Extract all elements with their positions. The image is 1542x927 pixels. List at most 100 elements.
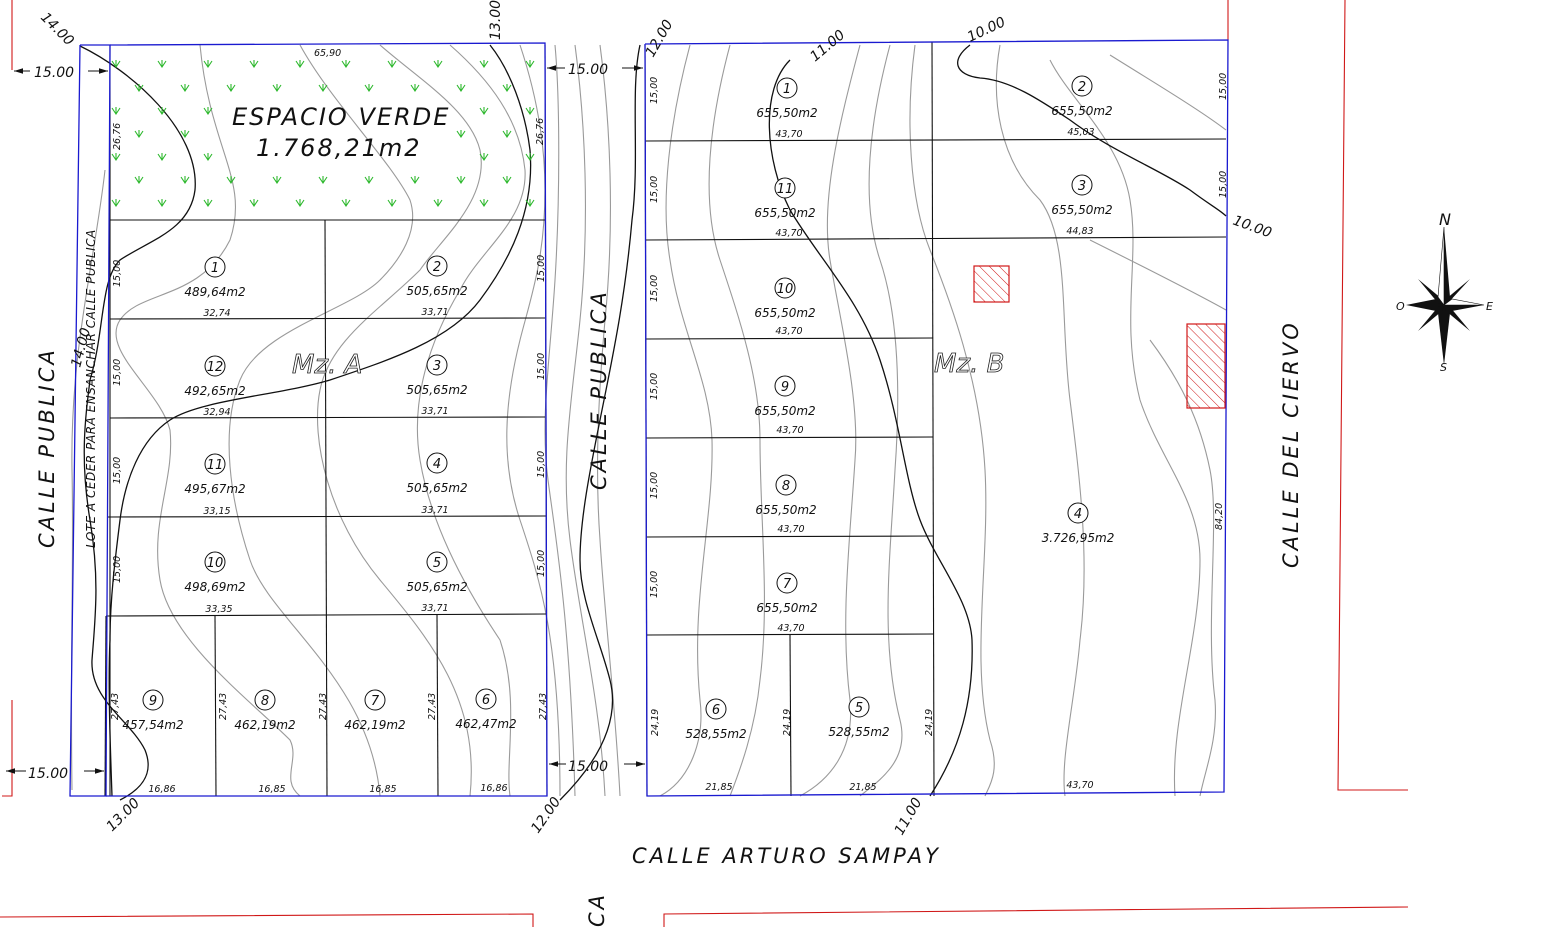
lot-area: 498,69m2: [184, 580, 245, 594]
grass-symbol: [502, 176, 512, 184]
side-dim: 15,00: [112, 457, 123, 484]
lot[interactable]: 8 655,50m2 43,70: [755, 474, 817, 535]
street-edge-bottom-right: [663, 906, 1409, 927]
lot-number: 1: [783, 82, 791, 97]
lot-area: 655,50m2: [754, 206, 815, 220]
level-label: 14.00: [37, 10, 77, 50]
side-dim: 15,00: [649, 472, 660, 499]
lot-line: [104, 615, 107, 797]
side-dim: 15,00: [112, 260, 123, 287]
lot-bottom-dim: 43,70: [775, 326, 802, 337]
lot-number: 4: [1074, 507, 1082, 522]
easements: [973, 265, 1226, 409]
lot-bottom-dim: 44,83: [1066, 226, 1093, 237]
grass-symbol: [479, 60, 489, 68]
lot-area: 655,50m2: [755, 503, 816, 517]
compass-star: [1418, 279, 1444, 305]
street-width-bottom-center: 15.00: [568, 759, 608, 775]
lot-number-circle: [775, 474, 797, 496]
lot-number-circle: [1071, 75, 1093, 97]
grass-symbol: [249, 199, 259, 207]
street-width-top-center: 15.00: [568, 62, 608, 78]
lot-number-circle: [774, 375, 796, 397]
lot-area: 3.726,95m2: [1042, 531, 1115, 545]
lot-bottom-dim: 16,85: [258, 784, 285, 795]
property-boundaries: [69, 39, 1229, 797]
side-dim: 27,43: [218, 693, 229, 720]
side-dim: 15,00: [649, 77, 660, 104]
lot-line: [644, 138, 1227, 142]
lot-area: 655,50m2: [756, 601, 817, 615]
grass-symbol: [433, 60, 443, 68]
side-dim: 15,00: [536, 353, 547, 380]
lot-number: 8: [782, 479, 790, 494]
grass-symbol: [410, 84, 420, 92]
lot-area: 462,19m2: [344, 718, 405, 732]
side-dim: 15,00: [649, 373, 660, 400]
grass-symbol: [180, 84, 190, 92]
grass-symbol: [456, 84, 466, 92]
contour-minor: [416, 44, 526, 797]
side-dim: 24,19: [924, 709, 935, 736]
lot-number: 7: [783, 577, 792, 592]
street-name-center: CALLE PUBLICA: [587, 289, 611, 490]
grass-symbol: [249, 60, 259, 68]
street-edge-left-lower: [2, 700, 13, 797]
side-dim: 15,00: [649, 571, 660, 598]
green-space-side-right: 26,76: [535, 118, 546, 145]
lot-bottom-dim: 43,70: [776, 425, 803, 436]
lot-line: [646, 633, 935, 636]
grass-symbol: [134, 176, 144, 184]
level-label: 12.00: [528, 794, 564, 836]
grass-symbol: [157, 107, 167, 115]
lot-area: 489,64m2: [184, 285, 245, 299]
lot-number: 6: [712, 703, 720, 718]
lot-number-circle: [142, 689, 164, 711]
lot-number-circle: [364, 689, 386, 711]
lot-number: 11: [207, 458, 224, 473]
lot-bottom-dim: 21,85: [849, 782, 876, 793]
contour-minor: [115, 44, 301, 797]
lot-number-circle: [426, 255, 448, 277]
lot-number: 9: [781, 380, 789, 395]
lot-area: 505,65m2: [406, 284, 467, 298]
block-label-a: Mz. A: [292, 350, 362, 380]
grass-symbol: [341, 199, 351, 207]
lot-number: 2: [1078, 80, 1086, 95]
green-space-title: ESPACIO VERDE: [232, 103, 450, 131]
major-contours: [79, 44, 1227, 801]
grass-symbol: [525, 60, 535, 68]
contour-minor: [565, 44, 606, 797]
contour-minor: [1109, 54, 1227, 131]
street-name-left: CALLE PUBLICA: [35, 347, 59, 548]
lot-number-circle: [204, 453, 226, 475]
lot-number: 8: [261, 694, 269, 709]
level-label: 13.00: [104, 795, 144, 835]
lot-line: [645, 337, 934, 340]
lot-bottom-dim: 45,03: [1067, 127, 1094, 138]
lot-bottom-dim: 43,70: [777, 524, 804, 535]
